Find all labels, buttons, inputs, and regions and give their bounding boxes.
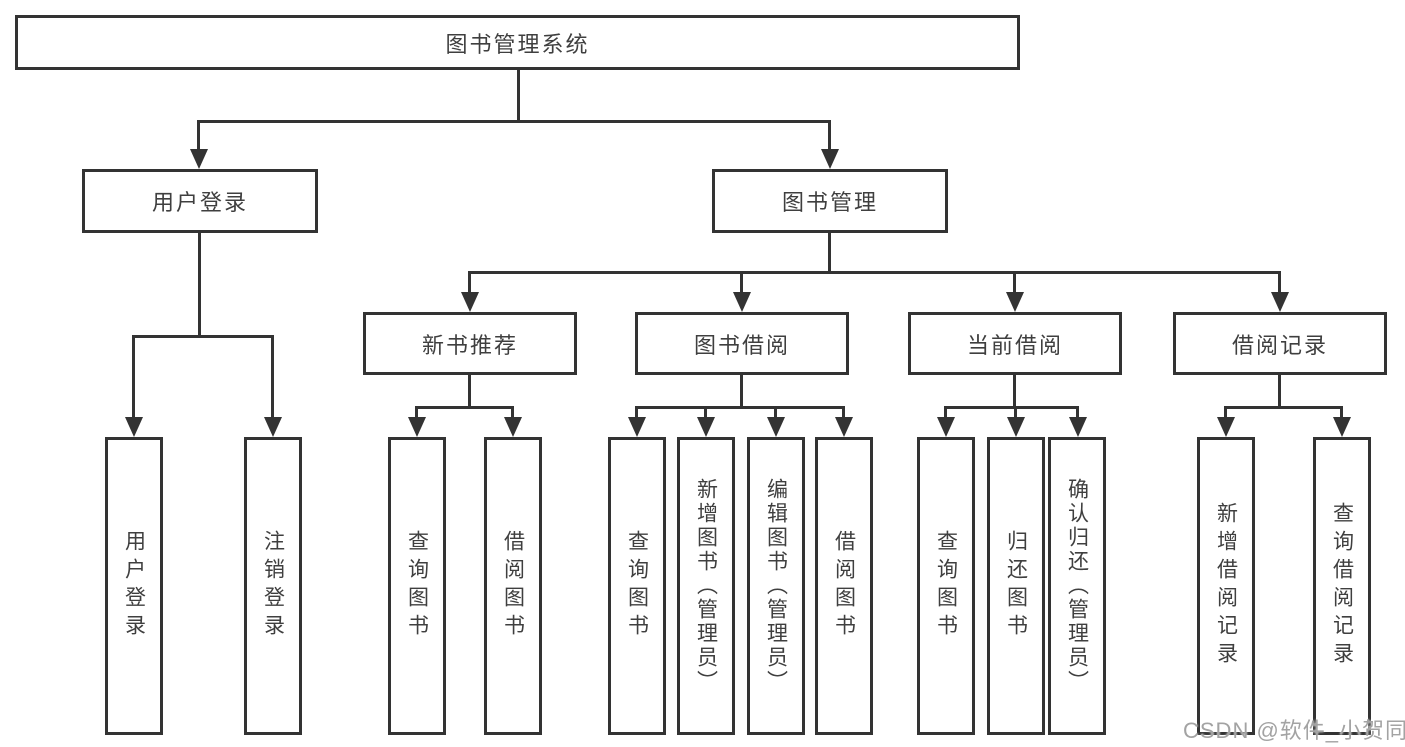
arrowhead-nbr-borrow bbox=[504, 417, 522, 437]
node-borrow-records: 借阅记录 bbox=[1173, 312, 1387, 375]
leaf-bb-borrow-books: 借阅图书 bbox=[815, 437, 873, 735]
arrowhead-bb-add bbox=[697, 417, 715, 437]
node-book-management: 图书管理 bbox=[712, 169, 948, 233]
arrowhead-cb-confirm bbox=[1069, 417, 1087, 437]
connector-drop-cb-query bbox=[944, 406, 947, 419]
connector-drop-br-query bbox=[1340, 406, 1343, 419]
connector-nbr-branch bbox=[415, 406, 514, 409]
connector-drop-borrow-records bbox=[1278, 271, 1281, 294]
arrowhead-current-borrow bbox=[1006, 292, 1024, 312]
csdn-watermark: CSDN @软件_小贺同学 bbox=[1183, 718, 1405, 743]
connector-br-branch bbox=[1224, 406, 1343, 409]
leaf-br-query-record: 查询借阅记录 bbox=[1313, 437, 1371, 735]
connector-drop-nbr-borrow bbox=[511, 406, 514, 419]
connector-cb-branch bbox=[944, 406, 1079, 409]
connector-book-mgmt-stem bbox=[828, 233, 831, 273]
leaf-br-add-record: 新增借阅记录 bbox=[1197, 437, 1255, 735]
connector-drop-leaf-logout bbox=[271, 335, 274, 419]
arrowhead-new-book bbox=[461, 292, 479, 312]
connector-drop-book-borrow bbox=[740, 271, 743, 294]
arrowhead-leaf-login bbox=[125, 417, 143, 437]
connector-drop-cb-confirm bbox=[1076, 406, 1079, 419]
connector-drop-bb-query bbox=[635, 406, 638, 419]
connector-drop-bb-add bbox=[704, 406, 707, 419]
connector-bb-branch bbox=[635, 406, 845, 409]
node-current-borrow: 当前借阅 bbox=[908, 312, 1122, 375]
arrowhead-user-login bbox=[190, 149, 208, 169]
connector-user-login-branch bbox=[132, 335, 274, 338]
arrowhead-borrow-records bbox=[1271, 292, 1289, 312]
connector-drop-bb-borrow bbox=[842, 406, 845, 419]
connector-drop-br-add bbox=[1224, 406, 1227, 419]
node-book-borrow: 图书借阅 bbox=[635, 312, 849, 375]
connector-book-mgmt-branch bbox=[468, 271, 1281, 274]
arrowhead-book-borrow bbox=[733, 292, 751, 312]
arrowhead-bb-query bbox=[628, 417, 646, 437]
arrowhead-leaf-logout bbox=[264, 417, 282, 437]
connector-drop-book-mgmt bbox=[828, 120, 831, 151]
node-library-system: 图书管理系统 bbox=[15, 15, 1020, 70]
leaf-bb-edit-books-admin: 编辑图书（管理员） bbox=[747, 437, 805, 735]
arrowhead-bb-edit bbox=[767, 417, 785, 437]
node-user-login: 用户登录 bbox=[82, 169, 318, 233]
leaf-logout-login: 注销登录 bbox=[244, 437, 302, 735]
connector-drop-bb-edit bbox=[774, 406, 777, 419]
connector-drop-nbr-query bbox=[415, 406, 418, 419]
connector-drop-cb-return bbox=[1014, 406, 1017, 419]
leaf-cb-confirm-return-admin: 确认归还（管理员） bbox=[1048, 437, 1106, 735]
leaf-bb-query-books: 查询图书 bbox=[608, 437, 666, 735]
arrowhead-nbr-query bbox=[408, 417, 426, 437]
connector-top-branch bbox=[197, 120, 831, 123]
leaf-cb-query-books: 查询图书 bbox=[917, 437, 975, 735]
connector-user-login-stem bbox=[198, 233, 201, 337]
leaf-nbr-query-books: 查询图书 bbox=[388, 437, 446, 735]
arrowhead-bb-borrow bbox=[835, 417, 853, 437]
leaf-bb-add-books-admin: 新增图书（管理员） bbox=[677, 437, 735, 735]
connector-drop-leaf-login bbox=[132, 335, 135, 419]
arrowhead-br-query bbox=[1333, 417, 1351, 437]
leaf-cb-return-books: 归还图书 bbox=[987, 437, 1045, 735]
connector-drop-new-book bbox=[468, 271, 471, 294]
leaf-nbr-borrow-books: 借阅图书 bbox=[484, 437, 542, 735]
connector-root-stem bbox=[517, 70, 520, 121]
leaf-user-login: 用户登录 bbox=[105, 437, 163, 735]
connector-br-stem bbox=[1278, 375, 1281, 408]
connector-nbr-stem bbox=[468, 375, 471, 408]
arrowhead-book-mgmt bbox=[821, 149, 839, 169]
arrowhead-cb-query bbox=[937, 417, 955, 437]
connector-cb-stem bbox=[1013, 375, 1016, 408]
connector-drop-current-borrow bbox=[1013, 271, 1016, 294]
arrowhead-br-add bbox=[1217, 417, 1235, 437]
arrowhead-cb-return bbox=[1007, 417, 1025, 437]
connector-bb-stem bbox=[740, 375, 743, 408]
connector-drop-user-login bbox=[197, 120, 200, 151]
node-new-book-recommend: 新书推荐 bbox=[363, 312, 577, 375]
